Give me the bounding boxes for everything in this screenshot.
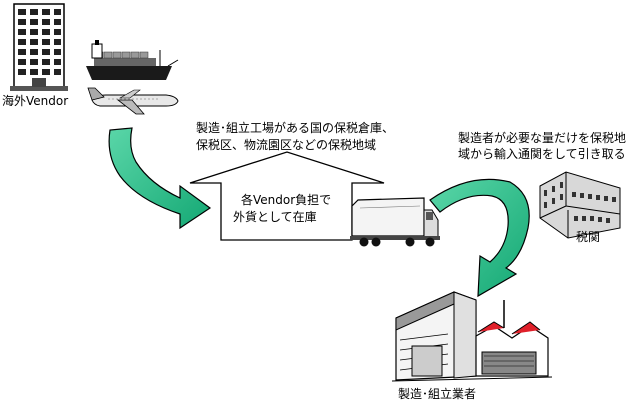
flow-arrow-to-manufacturer [429, 178, 530, 298]
flow-arrow-to-bonded-area [108, 127, 212, 230]
cargo-ship-icon [86, 40, 179, 80]
warehouse-label-line-1: 各Vendor負担で [241, 193, 332, 207]
truck-icon [350, 197, 440, 247]
warehouse-label-line-2: 外貨として在庫 [233, 210, 317, 224]
bonded-area-label-line-1: 製造･組立工場がある国の保税倉庫、 [196, 121, 395, 135]
customs-label: 税関 [576, 230, 601, 244]
factory-icon [391, 291, 553, 382]
airplane-icon [87, 87, 179, 115]
manufacturer-label: 製造･組立業者 [398, 387, 477, 401]
customs-clearance-label-line-1: 製造者が必要な量だけを保税地 [458, 131, 627, 145]
overseas-vendor-label: 海外Vendor [2, 94, 69, 108]
customs-building-icon [539, 171, 621, 239]
bonded-area-label-line-2: 保税区、物流園区などの保税地域 [196, 138, 377, 152]
customs-clearance-label-line-2: 域から輸入通関をして引き取る [458, 147, 626, 161]
office-building-icon [10, 3, 68, 91]
